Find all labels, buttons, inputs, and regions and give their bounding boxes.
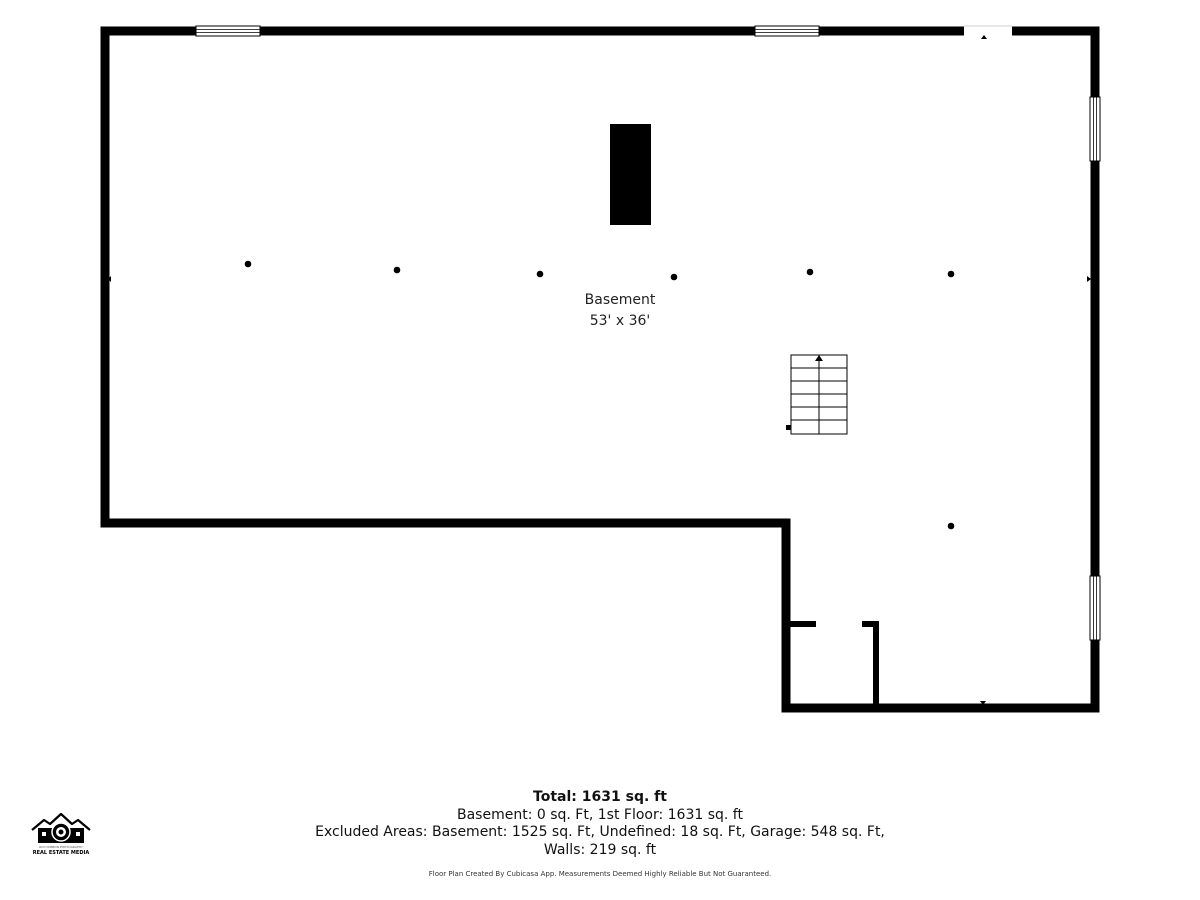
support-post	[670, 273, 678, 281]
area-summary: Total: 1631 sq. ft Basement: 0 sq. Ft, 1…	[0, 789, 1200, 859]
wall-marker	[108, 276, 111, 282]
logo-tagline: RICH RIBBON PHOTOGRAPHY	[39, 845, 83, 849]
disclaimer: Floor Plan Created By Cubicasa App. Meas…	[428, 870, 772, 878]
room-name: Basement	[585, 292, 656, 308]
support-post	[947, 270, 955, 278]
walls-area: Walls: 219 sq. ft	[543, 841, 657, 858]
house-camera-logo-icon	[31, 812, 91, 843]
stairs-up-arrow-icon	[815, 355, 823, 361]
room-dimensions: 53' x 36'	[590, 313, 651, 329]
window	[1089, 575, 1101, 641]
wall-marker	[1087, 276, 1091, 282]
window	[1089, 96, 1101, 162]
window	[195, 25, 261, 37]
floor-areas: Basement: 0 sq. Ft, 1st Floor: 1631 sq. …	[457, 806, 743, 823]
support-post	[244, 260, 252, 268]
window	[754, 25, 820, 37]
support-post	[536, 270, 544, 278]
total-area: Total: 1631 sq. ft	[533, 789, 667, 805]
stairs	[786, 354, 848, 435]
company-logo: RICH RIBBON PHOTOGRAPHY REAL ESTATE MEDI…	[28, 808, 94, 862]
support-post	[393, 266, 401, 274]
exterior-wall	[100, 26, 1100, 713]
chimney-block	[610, 124, 651, 225]
door-opening	[964, 25, 1012, 39]
excluded-areas: Excluded Areas: Basement: 1525 sq. Ft, U…	[315, 824, 885, 840]
wall-marker	[980, 701, 986, 705]
support-post	[806, 268, 814, 276]
logo-brand: REAL ESTATE MEDIA	[32, 850, 90, 856]
support-post	[947, 522, 955, 530]
